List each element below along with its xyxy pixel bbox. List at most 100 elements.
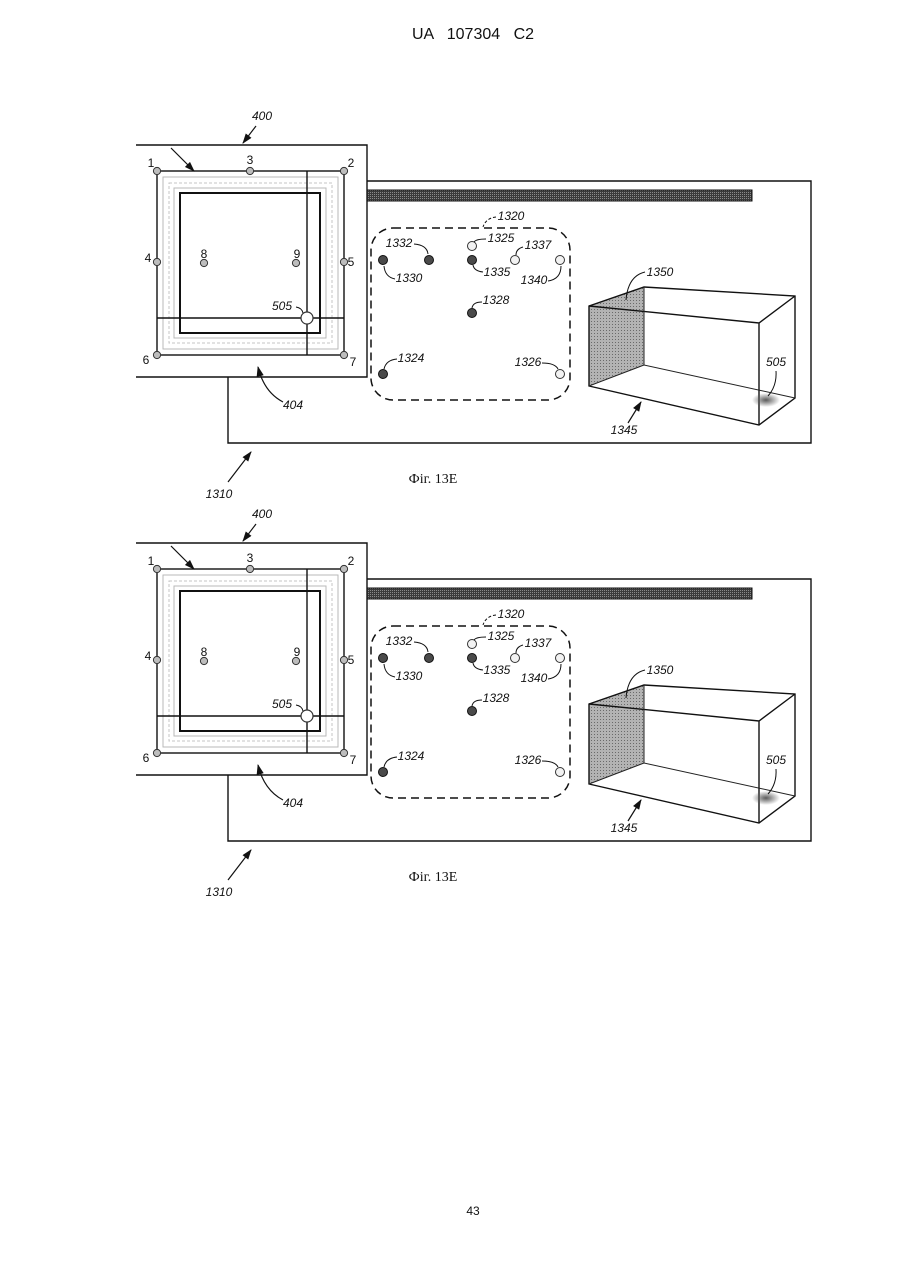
frame-sensor-number-7: 7 bbox=[350, 355, 357, 369]
frame-outer-square bbox=[157, 171, 344, 355]
fig2-leader-r1340 bbox=[548, 664, 561, 679]
fig2-arrow-r404 bbox=[258, 765, 283, 800]
touch-point-505 bbox=[301, 312, 313, 324]
box-shaded-face-1350 bbox=[589, 287, 644, 386]
fig1-sensor-dot-1335 bbox=[468, 256, 477, 265]
frame-sensor-dot-3 bbox=[246, 565, 253, 572]
frame-sensor-dot-2 bbox=[340, 565, 347, 572]
fig2-arrow-r1310 bbox=[228, 850, 251, 880]
fig2-sensor-dot-1330 bbox=[379, 654, 388, 663]
fig1-sensor-dot-1337 bbox=[511, 256, 520, 265]
fig2-label-r1320: 1320 bbox=[498, 607, 525, 621]
fig1-label-r404: 404 bbox=[283, 398, 303, 412]
fig2-leader-r1324 bbox=[384, 757, 397, 767]
frame-sensor-dot-6 bbox=[153, 749, 160, 756]
fig1-label-r1350: 1350 bbox=[647, 265, 674, 279]
frame-sensor-dot-7 bbox=[340, 749, 347, 756]
frame-sensor-number-3: 3 bbox=[247, 551, 254, 565]
fig2-caption: Фіг. 13E bbox=[409, 870, 458, 885]
frame-sensor-number-6: 6 bbox=[143, 751, 150, 765]
fig2-sensor-dot-1328 bbox=[468, 707, 477, 716]
fig2-label-r1310: 1310 bbox=[206, 885, 233, 899]
field-line-outer bbox=[163, 177, 338, 349]
fig2-label-r1350: 1350 bbox=[647, 663, 674, 677]
fig2-sensor-dot-1332 bbox=[425, 654, 434, 663]
fig2-sensor-dot-1335 bbox=[468, 654, 477, 663]
frame-sensor-number-1: 1 bbox=[148, 554, 155, 568]
fig1-label-r1345: 1345 bbox=[611, 423, 638, 437]
frame-sensor-dot-1 bbox=[153, 565, 160, 572]
frame-sensor-number-8: 8 bbox=[201, 645, 208, 659]
fig1-label-r1337: 1337 bbox=[525, 238, 553, 252]
fig2-label-r1326: 1326 bbox=[515, 753, 542, 767]
frame-sensor-number-7: 7 bbox=[350, 753, 357, 767]
fig1-label-r1326: 1326 bbox=[515, 355, 542, 369]
fig2-arrow-r400 bbox=[243, 524, 256, 541]
fig1-arrow-r1310 bbox=[228, 452, 251, 482]
frame-sensor-dot-1 bbox=[153, 167, 160, 174]
fig1-sensor-dot-1328 bbox=[468, 309, 477, 318]
fig2-sensor-dot-1326 bbox=[556, 768, 565, 777]
frame-sensor-number-6: 6 bbox=[143, 353, 150, 367]
fig1-caption: Фіг. 13E bbox=[409, 472, 458, 487]
fig1-leader-r1324 bbox=[384, 359, 397, 369]
fig2-label-r505_frame: 505 bbox=[272, 697, 292, 711]
fig2-label-r1328: 1328 bbox=[483, 691, 510, 705]
frame-sensor-number-8: 8 bbox=[201, 247, 208, 261]
fig2-leader-r1335 bbox=[473, 663, 483, 670]
fig1-label-r1330: 1330 bbox=[396, 271, 423, 285]
fig2-frame-pointer-arrow bbox=[171, 546, 194, 569]
fig2-leader-r1337 bbox=[516, 645, 523, 653]
fig1-leader-r1335 bbox=[473, 265, 483, 272]
fig2-leader-r1332 bbox=[414, 642, 428, 652]
fig2-sensor-dot-1340 bbox=[556, 654, 565, 663]
fig1-sensor-dot-1324 bbox=[379, 370, 388, 379]
fig1-leader-r1340 bbox=[548, 266, 561, 281]
fig1-leader-r1330 bbox=[384, 266, 395, 279]
box-shaded-face-1350 bbox=[589, 685, 644, 784]
fig1-label-r1328: 1328 bbox=[483, 293, 510, 307]
fig1-status-bar bbox=[367, 190, 752, 201]
fig2-sensor-dot-1324 bbox=[379, 768, 388, 777]
figure-2: 1234567891332133013201325133713351340132… bbox=[136, 507, 811, 899]
fig1-label-r1332: 1332 bbox=[386, 236, 413, 250]
fig1-label-r1325: 1325 bbox=[488, 231, 515, 245]
fig2-leader-r1325 bbox=[474, 637, 486, 640]
fig2-label-r1330: 1330 bbox=[396, 669, 423, 683]
fig1-sensor-dot-1325 bbox=[468, 242, 477, 251]
fig1-sensor-dot-1332 bbox=[425, 256, 434, 265]
fig2-label-r1345: 1345 bbox=[611, 821, 638, 835]
fig2-label-r1324: 1324 bbox=[398, 749, 425, 763]
fig1-sensor-dot-1340 bbox=[556, 256, 565, 265]
fig1-label-r1320: 1320 bbox=[498, 209, 525, 223]
frame-sensor-dot-4 bbox=[153, 258, 160, 265]
fig1-sensor-frame: 123456789 bbox=[143, 153, 357, 369]
fig2-leader-r1320 bbox=[483, 615, 496, 625]
fig2-label-r1340: 1340 bbox=[521, 671, 548, 685]
fig1-leader-r1328 bbox=[472, 302, 482, 308]
fig2-label-r400: 400 bbox=[252, 507, 272, 521]
frame-sensor-dot-3 bbox=[246, 167, 253, 174]
figure-1: 1234567891332133013201325133713351340132… bbox=[136, 109, 811, 501]
fig1-sensor-dot-1330 bbox=[379, 256, 388, 265]
frame-sensor-dot-5 bbox=[340, 656, 347, 663]
fig1-leader-r1337 bbox=[516, 247, 523, 255]
fig2-sensor-dot-1337 bbox=[511, 654, 520, 663]
frame-sensor-dot-6 bbox=[153, 351, 160, 358]
fig2-leader-r1326 bbox=[542, 761, 558, 767]
fig2-label-r1332: 1332 bbox=[386, 634, 413, 648]
fig2-leader-r505_frame bbox=[296, 705, 303, 711]
fig1-leader-r1320 bbox=[483, 217, 496, 227]
page-number: 43 bbox=[0, 1204, 901, 1218]
touch-point-505 bbox=[301, 710, 313, 722]
fig2-label-r1325: 1325 bbox=[488, 629, 515, 643]
fig2-sensor-dot-1325 bbox=[468, 640, 477, 649]
fig1-label-r400: 400 bbox=[252, 109, 272, 123]
frame-sensor-number-5: 5 bbox=[348, 653, 355, 667]
frame-sensor-number-5: 5 bbox=[348, 255, 355, 269]
fig1-label-r1310: 1310 bbox=[206, 487, 233, 501]
frame-sensor-number-2: 2 bbox=[348, 554, 355, 568]
frame-sensor-number-4: 4 bbox=[145, 649, 152, 663]
